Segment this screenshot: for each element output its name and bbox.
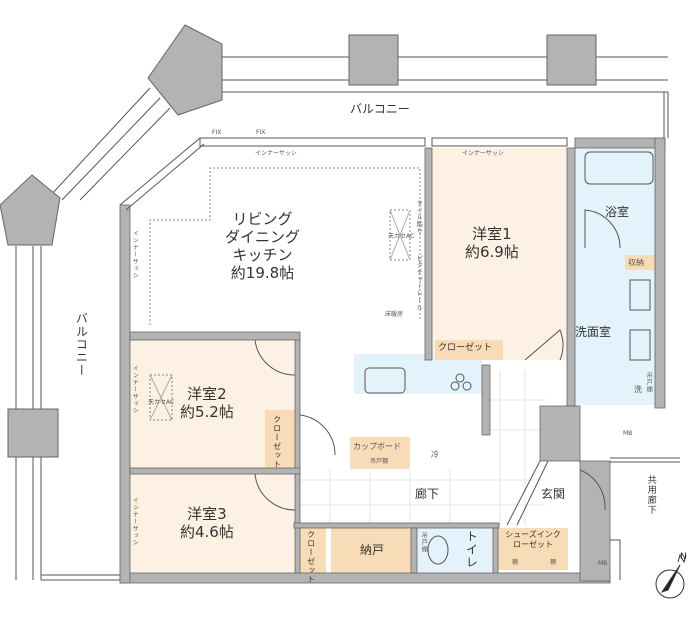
ldk-name-2: ダイニング	[225, 228, 301, 246]
columns	[0, 24, 597, 458]
shoe-closet-label: シューズインクローゼット	[505, 530, 561, 549]
toilet-label: トイレ	[464, 530, 479, 569]
room1-closet: クローゼット	[438, 343, 493, 353]
ldk-name-3: キッチン	[232, 246, 293, 264]
floor-heating-label: 床暖房	[385, 311, 404, 318]
inner-sash-room1: インナーサッシ	[462, 150, 504, 157]
room2-name: 洋室2	[187, 385, 227, 403]
window-frames	[119, 137, 568, 211]
compass-icon	[655, 553, 687, 599]
inner-sash-ldk-top: インナーサッシ	[255, 150, 297, 157]
balcony-top-label: バルコニー	[350, 102, 410, 116]
entrance-label: 玄関	[541, 487, 566, 501]
room1-label: 洋室1 約6.9帖	[465, 225, 519, 261]
hallway-label: 廊下	[415, 487, 440, 501]
cupboard-label: カップボード	[353, 442, 401, 451]
inner-sash-room2: インナーサッシ	[131, 365, 139, 414]
room3-closet: クローゼット	[306, 530, 316, 584]
room2-ac-label: 天カセAC	[148, 399, 175, 406]
ldk-name-1: リビング	[232, 210, 293, 228]
inner-sash-room3: インナーサッシ	[131, 497, 139, 546]
tile-label: タイル貼り	[415, 200, 423, 235]
room1-name: 洋室1	[472, 225, 512, 243]
cupboard-cabinet: 吊戸棚	[370, 458, 389, 465]
storeroom-label: 納戸	[360, 543, 385, 557]
ldk-ac-label: 天カセAC	[388, 233, 415, 240]
room3-label: 洋室3 約4.6帖	[180, 505, 234, 541]
washroom-storage: 収納	[628, 258, 644, 267]
toilet-cabinet: 吊戸棚	[420, 532, 428, 553]
balcony-left-label: バルコニー	[74, 312, 89, 377]
room3-area: 約4.6帖	[180, 523, 234, 541]
fix-label-1: FIX	[212, 129, 222, 136]
room2-area: 約5.2帖	[180, 403, 234, 421]
walls	[119, 137, 666, 584]
washroom-cabinet: 吊戸棚	[645, 372, 653, 393]
shelf-1-label: 棚	[512, 559, 519, 566]
mb-label-bottom: MB	[598, 560, 608, 567]
common-corridor-label: 共用廊下	[645, 475, 656, 515]
mb-label-top: MB	[623, 430, 633, 437]
fixtures	[149, 151, 680, 580]
fix-label-2: FIX	[256, 129, 266, 136]
room2-closet: クローゼット	[272, 415, 282, 469]
washer-label: 洗	[634, 385, 642, 394]
room3-name: 洋室3	[187, 505, 227, 523]
washroom-label: 洗面室	[575, 325, 612, 339]
ldk-label: リビング ダイニング キッチン 約19.8帖	[225, 210, 300, 282]
fridge-label: 冷	[431, 450, 439, 459]
picture-rail-label: ピクチャーレール	[415, 255, 423, 311]
ldk-area: 約19.8帖	[230, 264, 295, 282]
shelf-2-label: 棚	[550, 559, 557, 566]
hallway-tiles	[300, 370, 545, 525]
room1-area: 約6.9帖	[465, 243, 519, 261]
compass-label: N	[680, 552, 687, 562]
bath-label: 浴室	[605, 205, 630, 219]
inner-sash-ldk-left: インナーサッシ	[131, 230, 139, 279]
room2-label: 洋室2 約5.2帖	[180, 385, 234, 421]
